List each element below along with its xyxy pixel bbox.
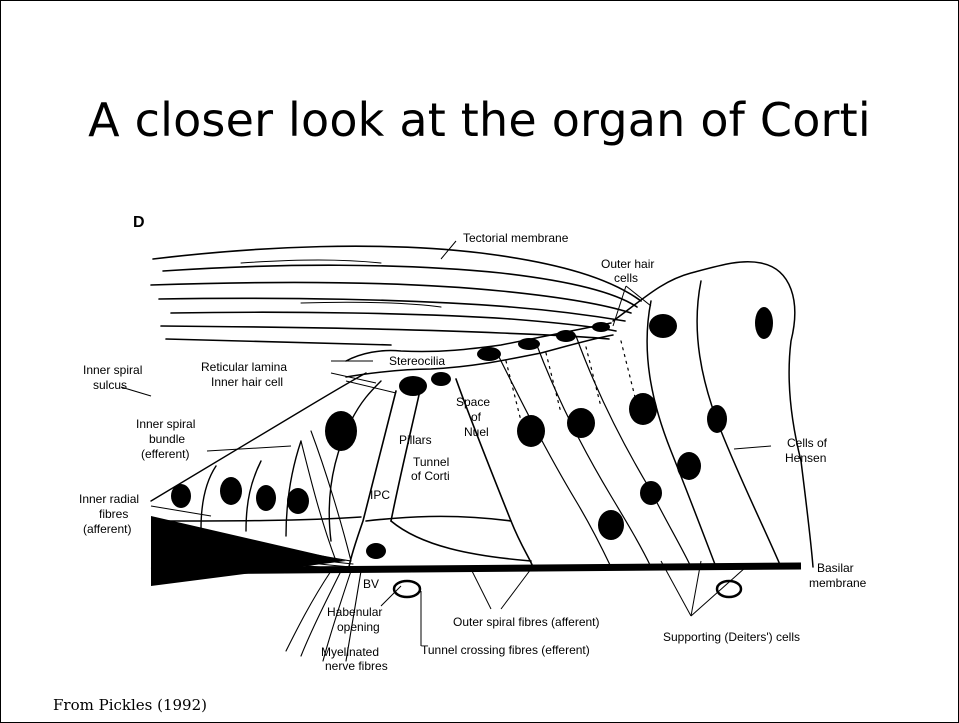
label-outer-hair-cells-line1: Outer hair (601, 257, 654, 271)
label-tunnel-of-corti-line2: of Corti (411, 469, 450, 483)
label-inner-hair-cell: Inner hair cell (211, 375, 283, 389)
source-caption: From Pickles (1992) (53, 696, 207, 714)
label-reticular-lamina: Reticular lamina (201, 360, 287, 374)
blood-vessels (394, 581, 741, 597)
pointer-lines (121, 241, 781, 646)
label-inner-radial-fibres-line1: Inner radial (79, 492, 139, 506)
label-habenular-opening-line2: opening (337, 620, 380, 634)
label-bv: BV (363, 577, 379, 591)
deiters-cells (496, 336, 691, 567)
label-inner-spiral-bundle-line3: (efferent) (141, 447, 189, 461)
label-habenular-opening-line1: Habenular (327, 605, 382, 619)
label-myelinated-nerve-fibres-line2: nerve fibres (325, 659, 388, 673)
label-outer-hair-cells-line2: cells (614, 271, 638, 285)
label-tunnel-crossing-fibres: Tunnel crossing fibres (efferent) (421, 643, 590, 657)
label-inner-spiral-sulcus-line2: sulcus (93, 378, 127, 392)
label-space-of-nuel-line1: Space (456, 395, 490, 409)
label-pillars: Pillars (399, 433, 432, 447)
label-cells-of-hensen-line1: Cells of (787, 436, 828, 450)
label-basilar-membrane-line2: membrane (809, 576, 867, 590)
label-inner-spiral-bundle-line1: Inner spiral (136, 417, 195, 431)
fibre-bundle-mass (151, 516, 346, 586)
panel-label: D (133, 214, 145, 231)
label-inner-radial-fibres-line2: fibres (99, 507, 128, 521)
label-space-of-nuel-line2: of (471, 410, 482, 424)
label-basilar-membrane-line1: Basilar (817, 561, 854, 575)
label-inner-spiral-sulcus-line1: Inner spiral (83, 363, 142, 377)
label-supporting-cells: Supporting (Deiters') cells (663, 630, 800, 644)
label-tunnel-of-corti-line1: Tunnel (413, 455, 449, 469)
label-myelinated-nerve-fibres-line1: Myelinated (321, 645, 379, 659)
label-inner-radial-fibres-line3: (afferent) (83, 522, 131, 536)
label-tectorial-membrane: Tectorial membrane (463, 231, 569, 245)
label-outer-spiral-fibres: Outer spiral fibres (afferent) (453, 615, 600, 629)
label-stereocilia: Stereocilia (389, 354, 445, 368)
label-cells-of-hensen-line2: Hensen (785, 451, 826, 465)
label-space-of-nuel-line3: Nuel (464, 425, 489, 439)
label-inner-spiral-bundle-line2: bundle (149, 432, 185, 446)
label-ipc: IPC (370, 488, 390, 502)
